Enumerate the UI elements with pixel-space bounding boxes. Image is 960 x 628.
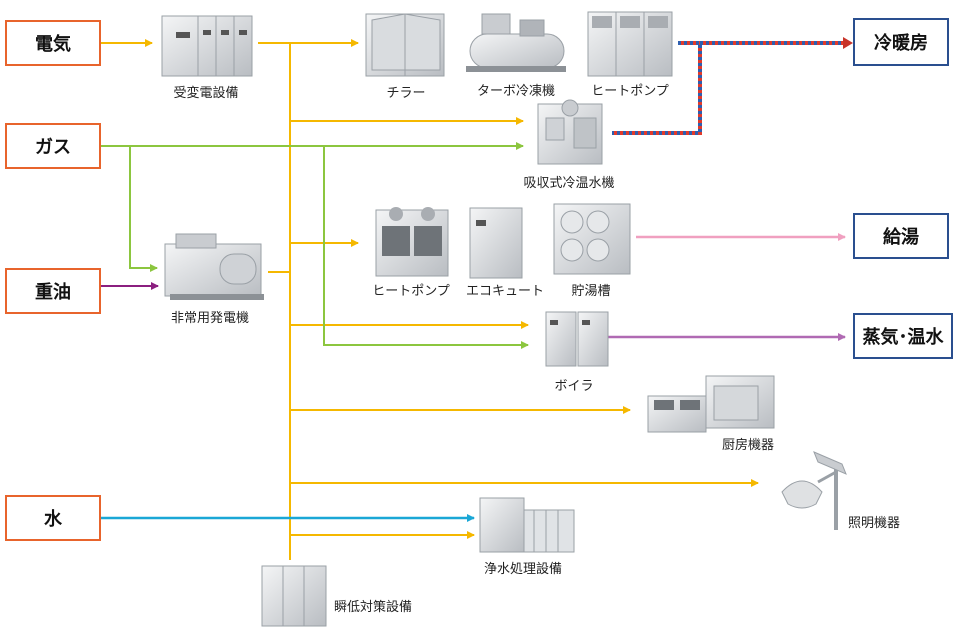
source-gas: ガス — [5, 123, 101, 169]
heat-pump-top-illustration — [587, 11, 673, 77]
label-emergency-generator: 非常用発電機 — [170, 311, 250, 326]
output-steam-hot-water: 蒸気･温水 — [853, 313, 953, 359]
heat-pump-mid-illustration — [375, 207, 449, 277]
output-heating-cooling-label: 冷暖房 — [874, 33, 928, 54]
label-turbo-chiller: ターボ冷凍機 — [476, 84, 556, 99]
source-heavy-oil: 重油 — [5, 268, 101, 314]
output-hot-water-supply-label: 給湯 — [883, 227, 919, 248]
label-chiller: チラー — [386, 86, 426, 101]
turbo-chiller-illustration — [466, 13, 566, 72]
generator-illustration — [164, 233, 264, 300]
boiler-illustration — [545, 311, 609, 367]
label-kitchen: 厨房機器 — [721, 438, 775, 453]
storage-tank-illustration — [553, 203, 631, 275]
chiller-illustration — [365, 13, 445, 77]
absorption-chiller-illustration — [537, 99, 603, 165]
label-lighting: 照明機器 — [848, 516, 901, 531]
lighting-illustration — [781, 451, 847, 530]
label-sag-protection: 瞬低対策設備 — [334, 600, 413, 615]
ecocute-illustration — [469, 207, 523, 279]
gas-lines — [101, 142, 529, 349]
label-ecocute: エコキュート — [465, 284, 545, 299]
cold-hot-water-lines — [612, 37, 853, 135]
source-gas-label: ガス — [35, 137, 71, 158]
label-water-treatment: 浄水処理設備 — [483, 562, 563, 577]
output-hot-water-supply: 給湯 — [853, 213, 949, 259]
source-water-label: 水 — [44, 509, 62, 530]
label-heat-pump-top: ヒートポンプ — [591, 84, 669, 99]
source-water: 水 — [5, 495, 101, 541]
water-treatment-illustration — [479, 497, 575, 553]
sag-protection-illustration — [261, 565, 327, 627]
kitchen-illustration — [647, 375, 775, 433]
source-electricity-label: 電気 — [35, 34, 71, 55]
label-absorption-chiller: 吸収式冷温水機 — [523, 176, 615, 191]
label-storage-tank: 貯湯槽 — [571, 284, 611, 299]
label-substation: 受変電設備 — [173, 86, 239, 101]
source-heavy-oil-label: 重油 — [35, 282, 71, 303]
label-heat-pump-mid: ヒートポンプ — [372, 284, 450, 299]
electric-lines — [101, 39, 759, 560]
output-heating-cooling: 冷暖房 — [853, 18, 949, 66]
source-electricity: 電気 — [5, 20, 101, 66]
label-boiler: ボイラ — [554, 379, 594, 394]
substation-illustration — [161, 15, 253, 77]
output-steam-hot-water-label: 蒸気･温水 — [862, 327, 944, 348]
